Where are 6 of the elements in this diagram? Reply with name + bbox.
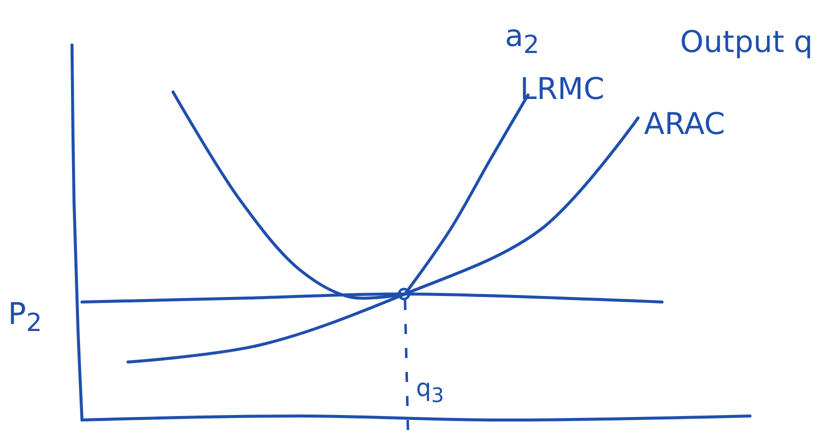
- axis-label: a$_{2}$: [505, 22, 540, 57]
- axis-label: q$_{3}$: [416, 376, 444, 405]
- curve-label: LRMC: [520, 75, 604, 105]
- curve-label: ARAC: [644, 110, 726, 140]
- axis-label: Output q: [680, 28, 813, 58]
- axis-label: P$_{2}$: [8, 300, 42, 335]
